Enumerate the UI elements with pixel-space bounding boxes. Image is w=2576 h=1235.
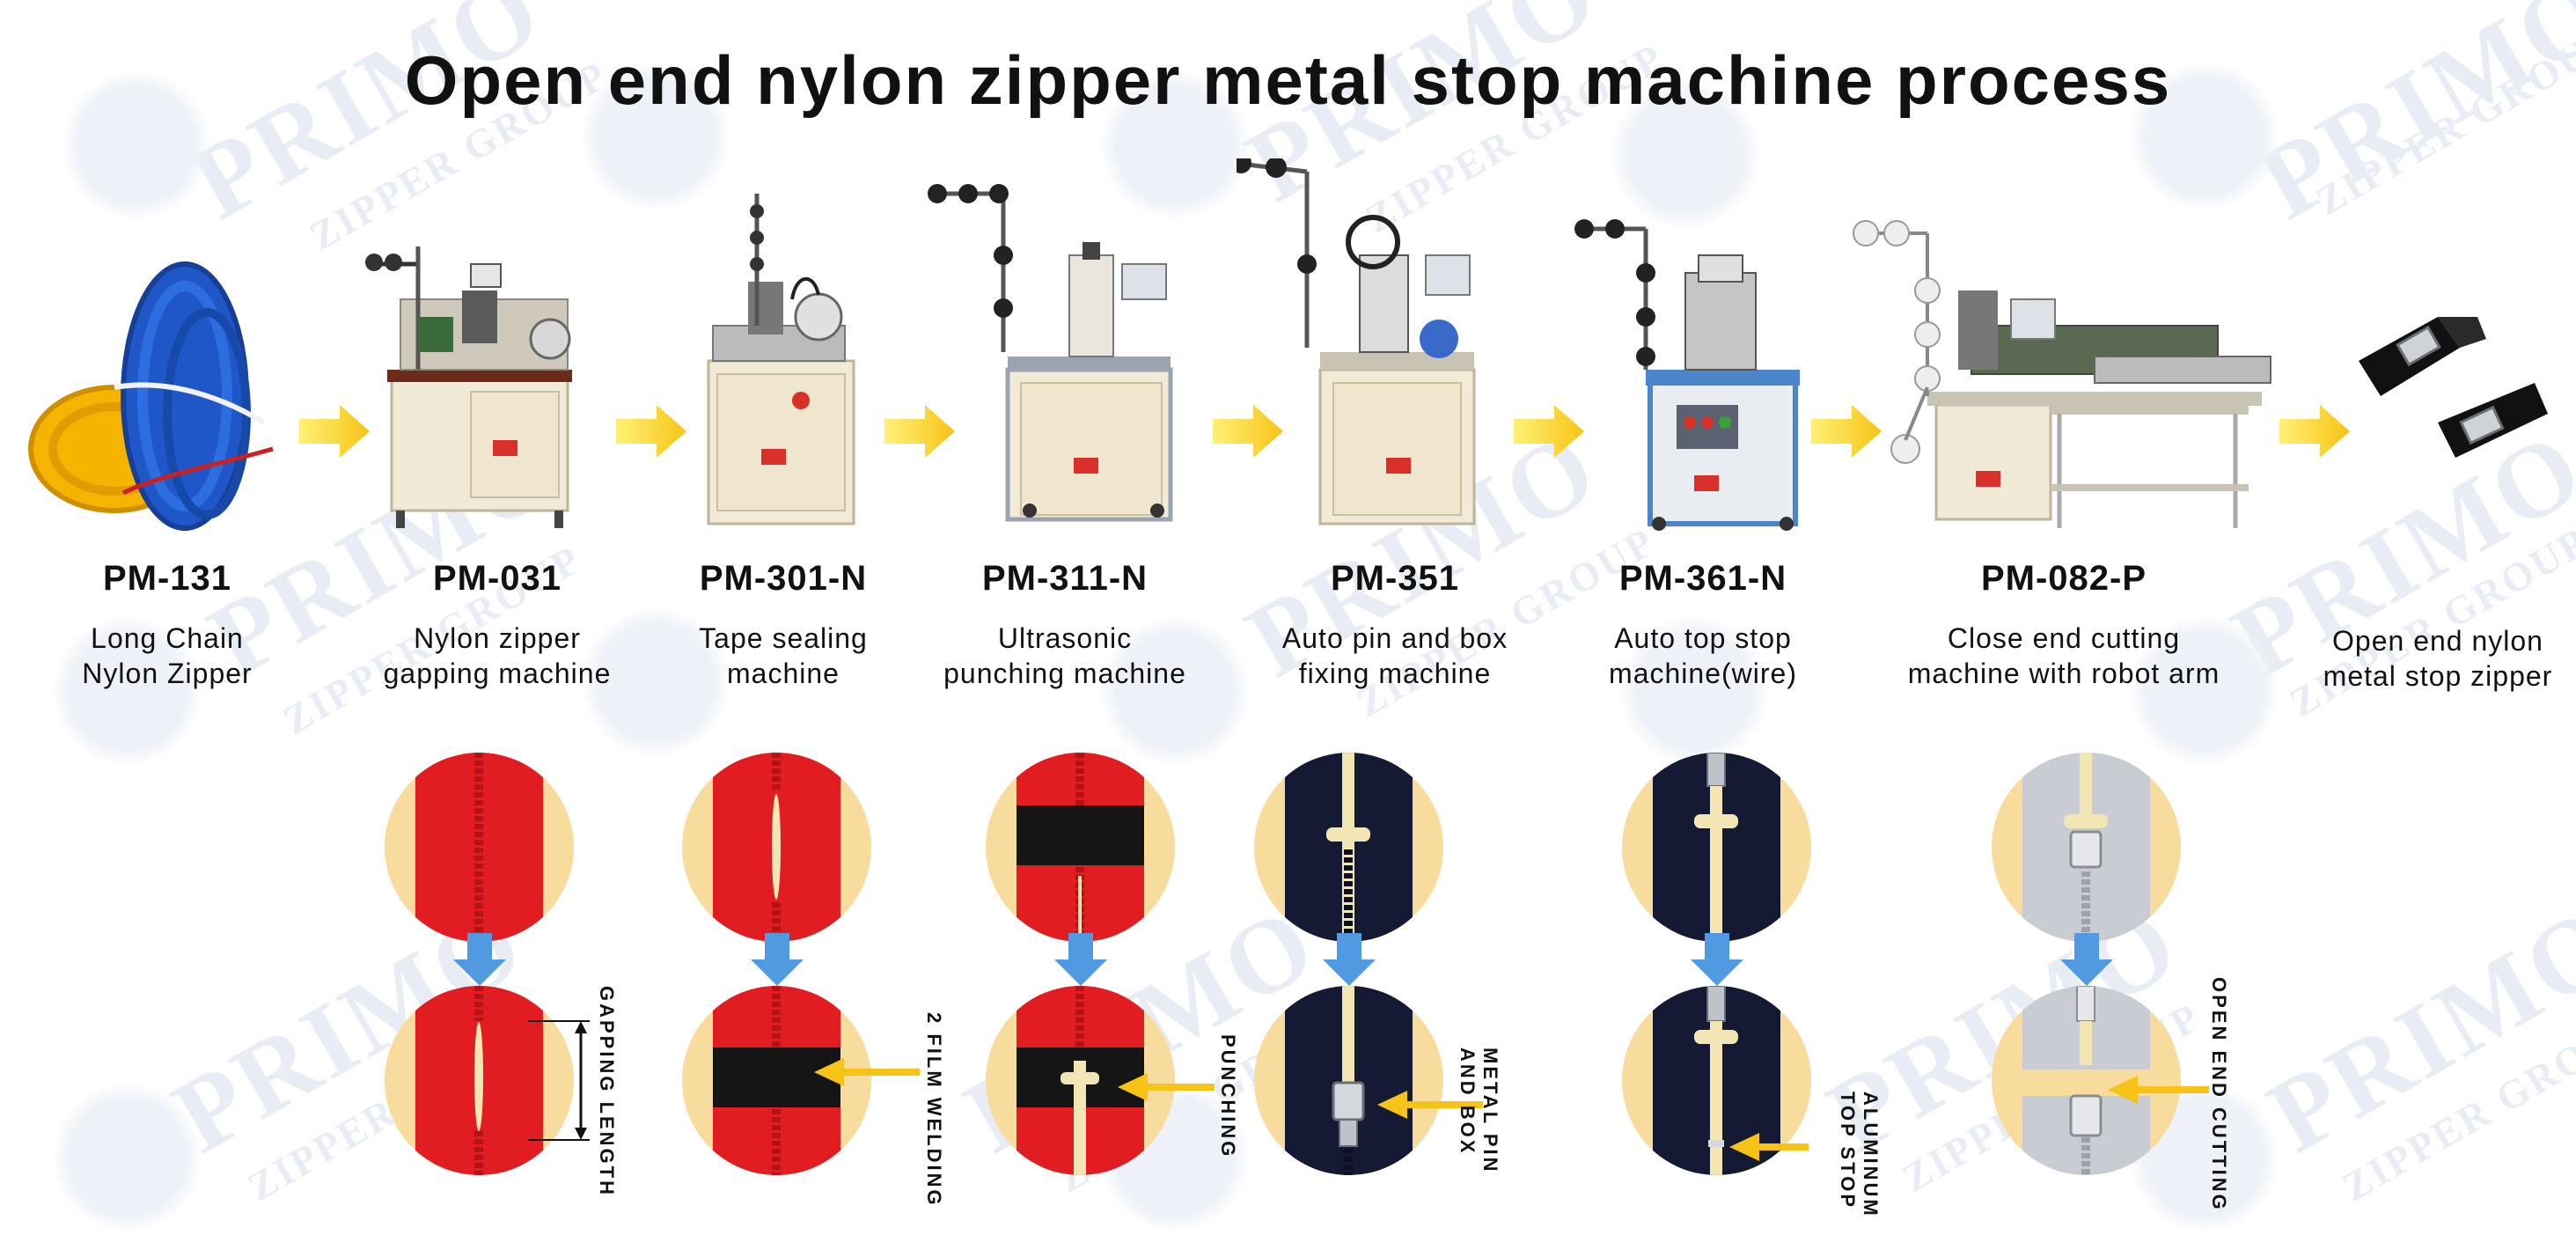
callout-metal-pin-box: METAL PIN (1479, 1048, 1501, 1174)
callout-film-welding: 2 FILM WELDING (923, 1012, 945, 1208)
flow-arrow-right-icon (2279, 405, 2350, 458)
pointer-arrow-icon (1729, 1133, 1809, 1161)
machine-name-line: fixing machine (1298, 658, 1492, 689)
flow-arrow-down-icon (2060, 933, 2113, 986)
sample-before-top-stop (1622, 753, 1811, 942)
machine-name: Nylon zipper gapping machine (339, 621, 656, 691)
process-step-pm-031: PM-031 Nylon zipper gapping machine (339, 158, 656, 933)
close-end-cutting-machine-image (1848, 158, 2279, 546)
machine-name-line: machine with robot arm (1907, 658, 2220, 689)
sample-before-gapping (385, 753, 574, 942)
callout-line: TOP STOP (1837, 1092, 1859, 1210)
pointer-arrow-icon (2108, 1076, 2209, 1104)
callout-punching: PUNCHING (1217, 1034, 1239, 1159)
sample-before-punching (986, 753, 1175, 942)
flow-arrow-right-icon (616, 405, 686, 458)
flow-arrow-right-icon (1514, 405, 1584, 458)
machine-name-line: punching machine (943, 658, 1186, 689)
machine-name: Open end nylon metal stop zipper (2306, 623, 2570, 694)
process-step-pm-082-p: PM-082-P Close end cutting machine with … (1848, 158, 2279, 933)
sample-before-welding (682, 753, 871, 942)
machine-name: Auto top stop machine(wire) (1545, 621, 1861, 691)
callout-aluminum-top-stop: TOP STOP (1836, 1092, 1859, 1209)
machine-name-line: machine (727, 658, 840, 689)
machine-name: Long Chain Nylon Zipper (9, 621, 326, 691)
machine-name: Close end cutting machine with robot arm (1848, 621, 2279, 691)
pointer-arrow-icon (1377, 1091, 1483, 1119)
sample-before-pin-box (1254, 753, 1443, 942)
machine-code: PM-031 (432, 559, 562, 598)
sample-after-gapping (385, 986, 574, 1175)
machine-name-line: Close end cutting (1947, 622, 2181, 654)
machine-code: PM-351 (1330, 559, 1460, 598)
callout-open-end-cutting: OPEN END CUTTING (2208, 977, 2230, 1212)
flow-arrow-down-icon (1323, 933, 1376, 986)
machine-name-line: gapping machine (383, 658, 612, 689)
flow-arrow-right-icon (1213, 405, 1283, 458)
process-step-pm-131: PM-131 Long Chain Nylon Zipper (9, 158, 326, 933)
machine-code: PM-082-P (1980, 559, 2147, 598)
flow-arrow-right-icon (1811, 405, 1882, 458)
process-step-pm-301-n: PM-301-N Tape sealing machine (625, 158, 942, 933)
flow-arrow-right-icon (299, 405, 370, 458)
flow-arrow-down-icon (1054, 933, 1107, 986)
flow-arrow-right-icon (884, 405, 955, 458)
finished-zipper-image (2306, 158, 2570, 546)
machine-code: PM-301-N (699, 559, 868, 598)
process-step-pm-351: PM-351 Auto pin and box fixing machine (1237, 158, 1553, 933)
callout-line: METAL PIN (1479, 1048, 1501, 1174)
machine-name-line: Nylon zipper (414, 622, 581, 654)
process-step-pm-311-n: PM-311-N Ultrasonic punching machine (906, 158, 1223, 933)
ultrasonic-punching-machine-image (906, 158, 1223, 546)
machine-code: PM-131 (102, 559, 232, 598)
gapping-length-dimension-icon (528, 1020, 590, 1141)
machine-name-line: Long Chain (91, 622, 244, 654)
tape-sealing-machine-image (625, 158, 942, 546)
flow-arrow-down-icon (453, 933, 506, 986)
flow-arrow-down-icon (1691, 933, 1743, 986)
sample-after-punching (986, 986, 1175, 1175)
page-title: Open end nylon zipper metal stop machine… (404, 41, 2172, 119)
machine-name: Ultrasonic punching machine (906, 621, 1223, 691)
pointer-arrow-icon (814, 1058, 920, 1086)
machine-name-line: Nylon Zipper (82, 658, 253, 689)
pointer-arrow-icon (1118, 1073, 1215, 1101)
pin-box-fixing-machine-image (1237, 158, 1553, 546)
process-step-finished-zipper: Open end nylon metal stop zipper (2306, 158, 2570, 933)
machine-name: Tape sealing machine (625, 621, 942, 691)
machine-name-line: Ultrasonic (997, 622, 1133, 654)
machine-name-line: machine(wire) (1609, 658, 1797, 689)
watermark-group: ZIPPER GROUP (2334, 1002, 2576, 1210)
machine-name-line: metal stop zipper (2323, 660, 2553, 692)
machine-code: PM-311-N (981, 559, 1149, 598)
machine-name: Auto pin and box fixing machine (1237, 621, 1553, 691)
machine-name-line: Tape sealing (699, 622, 868, 654)
sample-after-cutting (1992, 986, 2181, 1175)
callout-line: ALUMINUM (1860, 1092, 1882, 1218)
sample-before-cutting (1992, 753, 2181, 942)
gapping-machine-image (339, 158, 656, 546)
callout-line: AND BOX (1457, 1048, 1479, 1156)
sample-after-pin-box (1254, 986, 1443, 1175)
callout-metal-pin-box: AND BOX (1456, 1048, 1479, 1155)
flow-arrow-down-icon (751, 933, 804, 986)
machine-code: PM-361-N (1618, 559, 1787, 598)
callout-aluminum-top-stop: ALUMINUM (1859, 1092, 1882, 1218)
zipper-coil-image (9, 158, 326, 546)
top-stop-machine-image (1545, 158, 1861, 546)
machine-name-line: Open end nylon (2332, 625, 2543, 657)
process-step-pm-361-n: PM-361-N Auto top stop machine(wire) (1545, 158, 1861, 933)
watermark-globe-icon (53, 1083, 202, 1232)
machine-name-line: Auto top stop (1614, 622, 1792, 654)
callout-gapping-length: GAPPING LENGTH (596, 986, 618, 1198)
machine-name-line: Auto pin and box (1281, 622, 1508, 654)
